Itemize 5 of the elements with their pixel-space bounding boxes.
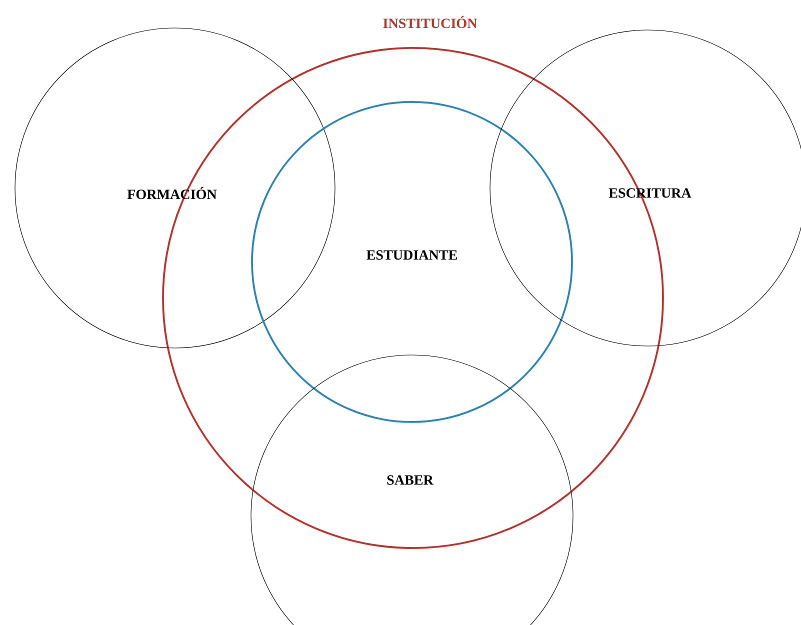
circle-label: SABER bbox=[387, 475, 434, 485]
circle-label: ESTUDIANTE bbox=[366, 250, 457, 260]
circle-label: INSTITUCIÓN bbox=[383, 16, 478, 28]
circle bbox=[14, 28, 336, 348]
circle bbox=[251, 101, 573, 423]
